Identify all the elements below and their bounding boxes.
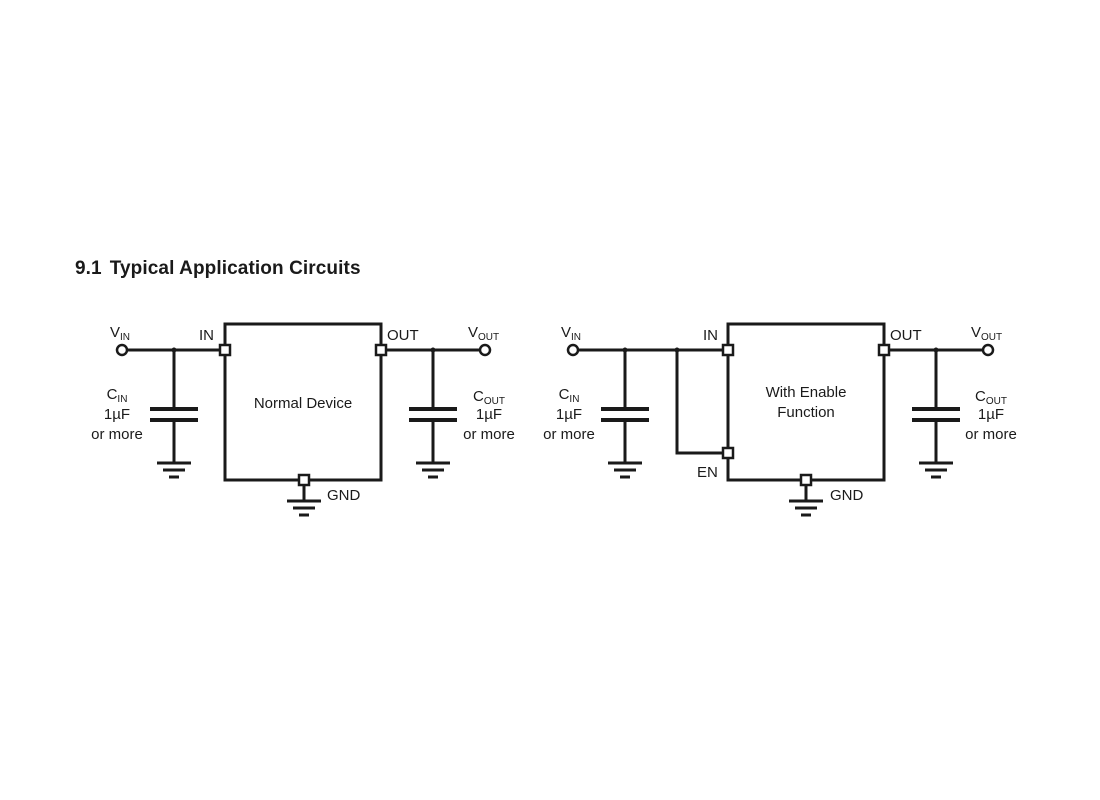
vout-terminal [478,343,492,357]
pin-out-square [877,343,891,357]
junction-dot-cout [933,347,939,353]
pin-in-square [218,343,232,357]
cin-name: CIN [107,386,128,405]
device-label: Normal Device [254,395,352,412]
cout-name: COUT [473,388,505,407]
device-label-line1: With Enable [766,384,847,401]
ground-symbol-cout [416,461,450,479]
cin-value: 1µF [104,406,130,423]
cin-name: CIN [559,386,580,405]
cout-note: or more [965,426,1017,443]
ic-body-enable [726,322,886,482]
pin-gnd-label: GND [830,487,864,504]
ground-symbol-cin [157,461,191,479]
section-heading: Typical Application Circuits [109,258,361,279]
pin-en-label: EN [697,464,718,481]
cout-value: 1µF [978,406,1004,423]
vin-label: VIN [110,324,130,343]
junction-dot-cout [430,347,436,353]
cout-name: COUT [975,388,1007,407]
pin-in-square [721,343,735,357]
cin-value: 1µF [556,406,582,423]
junction-dot-en [674,347,680,353]
en-tie-wire [675,348,725,455]
pin-out-label: OUT [387,327,419,344]
vout-label: VOUT [971,324,1002,343]
pin-gnd-square [799,473,813,487]
pin-out-square [374,343,388,357]
ground-symbol-cout [919,461,953,479]
pin-out-label: OUT [890,327,922,344]
pin-en-square [721,446,735,460]
circuit-enable-device: VIN VOUT IN OUT EN GND With Enable Funct… [543,322,1017,517]
pin-gnd-label: GND [327,487,361,504]
cin-note: or more [543,426,595,443]
vin-terminal [115,343,129,357]
pin-gnd-square [297,473,311,487]
section-number: 9.1 [75,258,102,279]
circuit-normal-device: VIN VOUT IN OUT GND Normal Device CIN 1µ… [91,322,515,517]
device-label-line2: Function [777,404,835,421]
vout-label: VOUT [468,324,499,343]
vout-terminal [981,343,995,357]
ground-symbol-ic [789,499,823,517]
junction-dot-cin [171,347,177,353]
vin-terminal [566,343,580,357]
cout-value: 1µF [476,406,502,423]
ground-symbol-ic [287,499,321,517]
pin-in-label: IN [199,327,214,344]
cin-note: or more [91,426,143,443]
section-title: 9.1 Typical Application Circuits [75,258,361,280]
ground-symbol-cin [608,461,642,479]
junction-dot-cin [622,347,628,353]
vin-label: VIN [561,324,581,343]
cout-note: or more [463,426,515,443]
pin-in-label: IN [703,327,718,344]
